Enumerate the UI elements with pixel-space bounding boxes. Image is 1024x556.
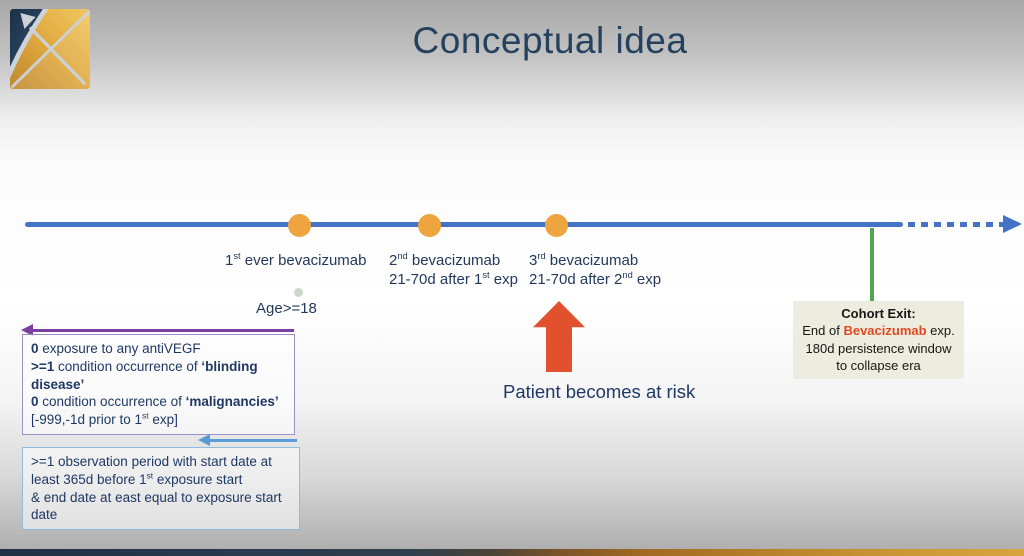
bow-arrow-logo-icon bbox=[10, 9, 90, 89]
cohort-exit-line-3: 180d persistence window bbox=[805, 340, 952, 356]
inclusion-criteria-box: 0 exposure to any antiVEGF >=1 condition… bbox=[22, 334, 295, 436]
observation-arrow-line bbox=[209, 439, 297, 442]
event-label-3-line2: 21-70d after 2nd exp bbox=[529, 270, 662, 288]
age-dot-icon bbox=[294, 288, 303, 297]
inclusion-line-3: 0 condition occurrence of ‘malignancies’ bbox=[31, 394, 279, 410]
event-label-3: 3rd bevacizumab 21-70d after 2nd exp bbox=[529, 251, 661, 289]
event-label-1-line1: 1st ever bevacizumab bbox=[225, 251, 367, 269]
observation-line-1: >=1 observation period with start date a… bbox=[31, 454, 272, 487]
event-label-1: 1st ever bevacizumab bbox=[225, 251, 366, 270]
inclusion-line-1: 0 exposure to any antiVEGF bbox=[31, 341, 201, 356]
age-label: Age>=18 bbox=[256, 300, 317, 317]
event-marker-3 bbox=[545, 214, 568, 237]
inclusion-line-2: >=1 condition occurrence of ‘blinding di… bbox=[31, 358, 258, 392]
event-marker-2 bbox=[418, 214, 441, 237]
cohort-exit-line-4: to collapse era bbox=[836, 358, 921, 374]
risk-up-arrow-icon bbox=[533, 301, 585, 372]
event-marker-1 bbox=[288, 214, 311, 237]
observation-line-2: & end date at east equal to exposure sta… bbox=[31, 489, 282, 523]
inclusion-lookback-arrowhead-icon bbox=[21, 324, 33, 336]
cohort-exit-box: Cohort Exit: End of Bevacizumab exp. 180… bbox=[793, 301, 964, 379]
risk-label: Patient becomes at risk bbox=[503, 381, 696, 402]
timeline-arrowhead-icon bbox=[1003, 215, 1022, 233]
cohort-exit-line-2: End of Bevacizumab exp. bbox=[802, 323, 955, 339]
inclusion-line-4: [-999,-1d prior to 1st exp] bbox=[31, 410, 178, 428]
footer-accent-bar bbox=[0, 549, 1024, 556]
observation-arrowhead-icon bbox=[198, 434, 210, 446]
event-label-2: 2nd bevacizumab 21-70d after 1st exp bbox=[389, 251, 518, 289]
timeline-dashed-line bbox=[908, 222, 1004, 227]
observation-criteria-box: >=1 observation period with start date a… bbox=[22, 447, 300, 531]
event-label-3-line1: 3rd bevacizumab bbox=[529, 251, 639, 269]
inclusion-lookback-arrow-line bbox=[31, 329, 294, 332]
timeline-line bbox=[25, 222, 903, 227]
cohort-exit-line-1: Cohort Exit: bbox=[841, 306, 916, 321]
cohort-exit-line bbox=[870, 228, 874, 301]
page-title: Conceptual idea bbox=[412, 20, 688, 61]
event-label-2-line2: 21-70d after 1st exp bbox=[389, 270, 518, 288]
event-label-2-line1: 2nd bevacizumab bbox=[389, 251, 501, 269]
